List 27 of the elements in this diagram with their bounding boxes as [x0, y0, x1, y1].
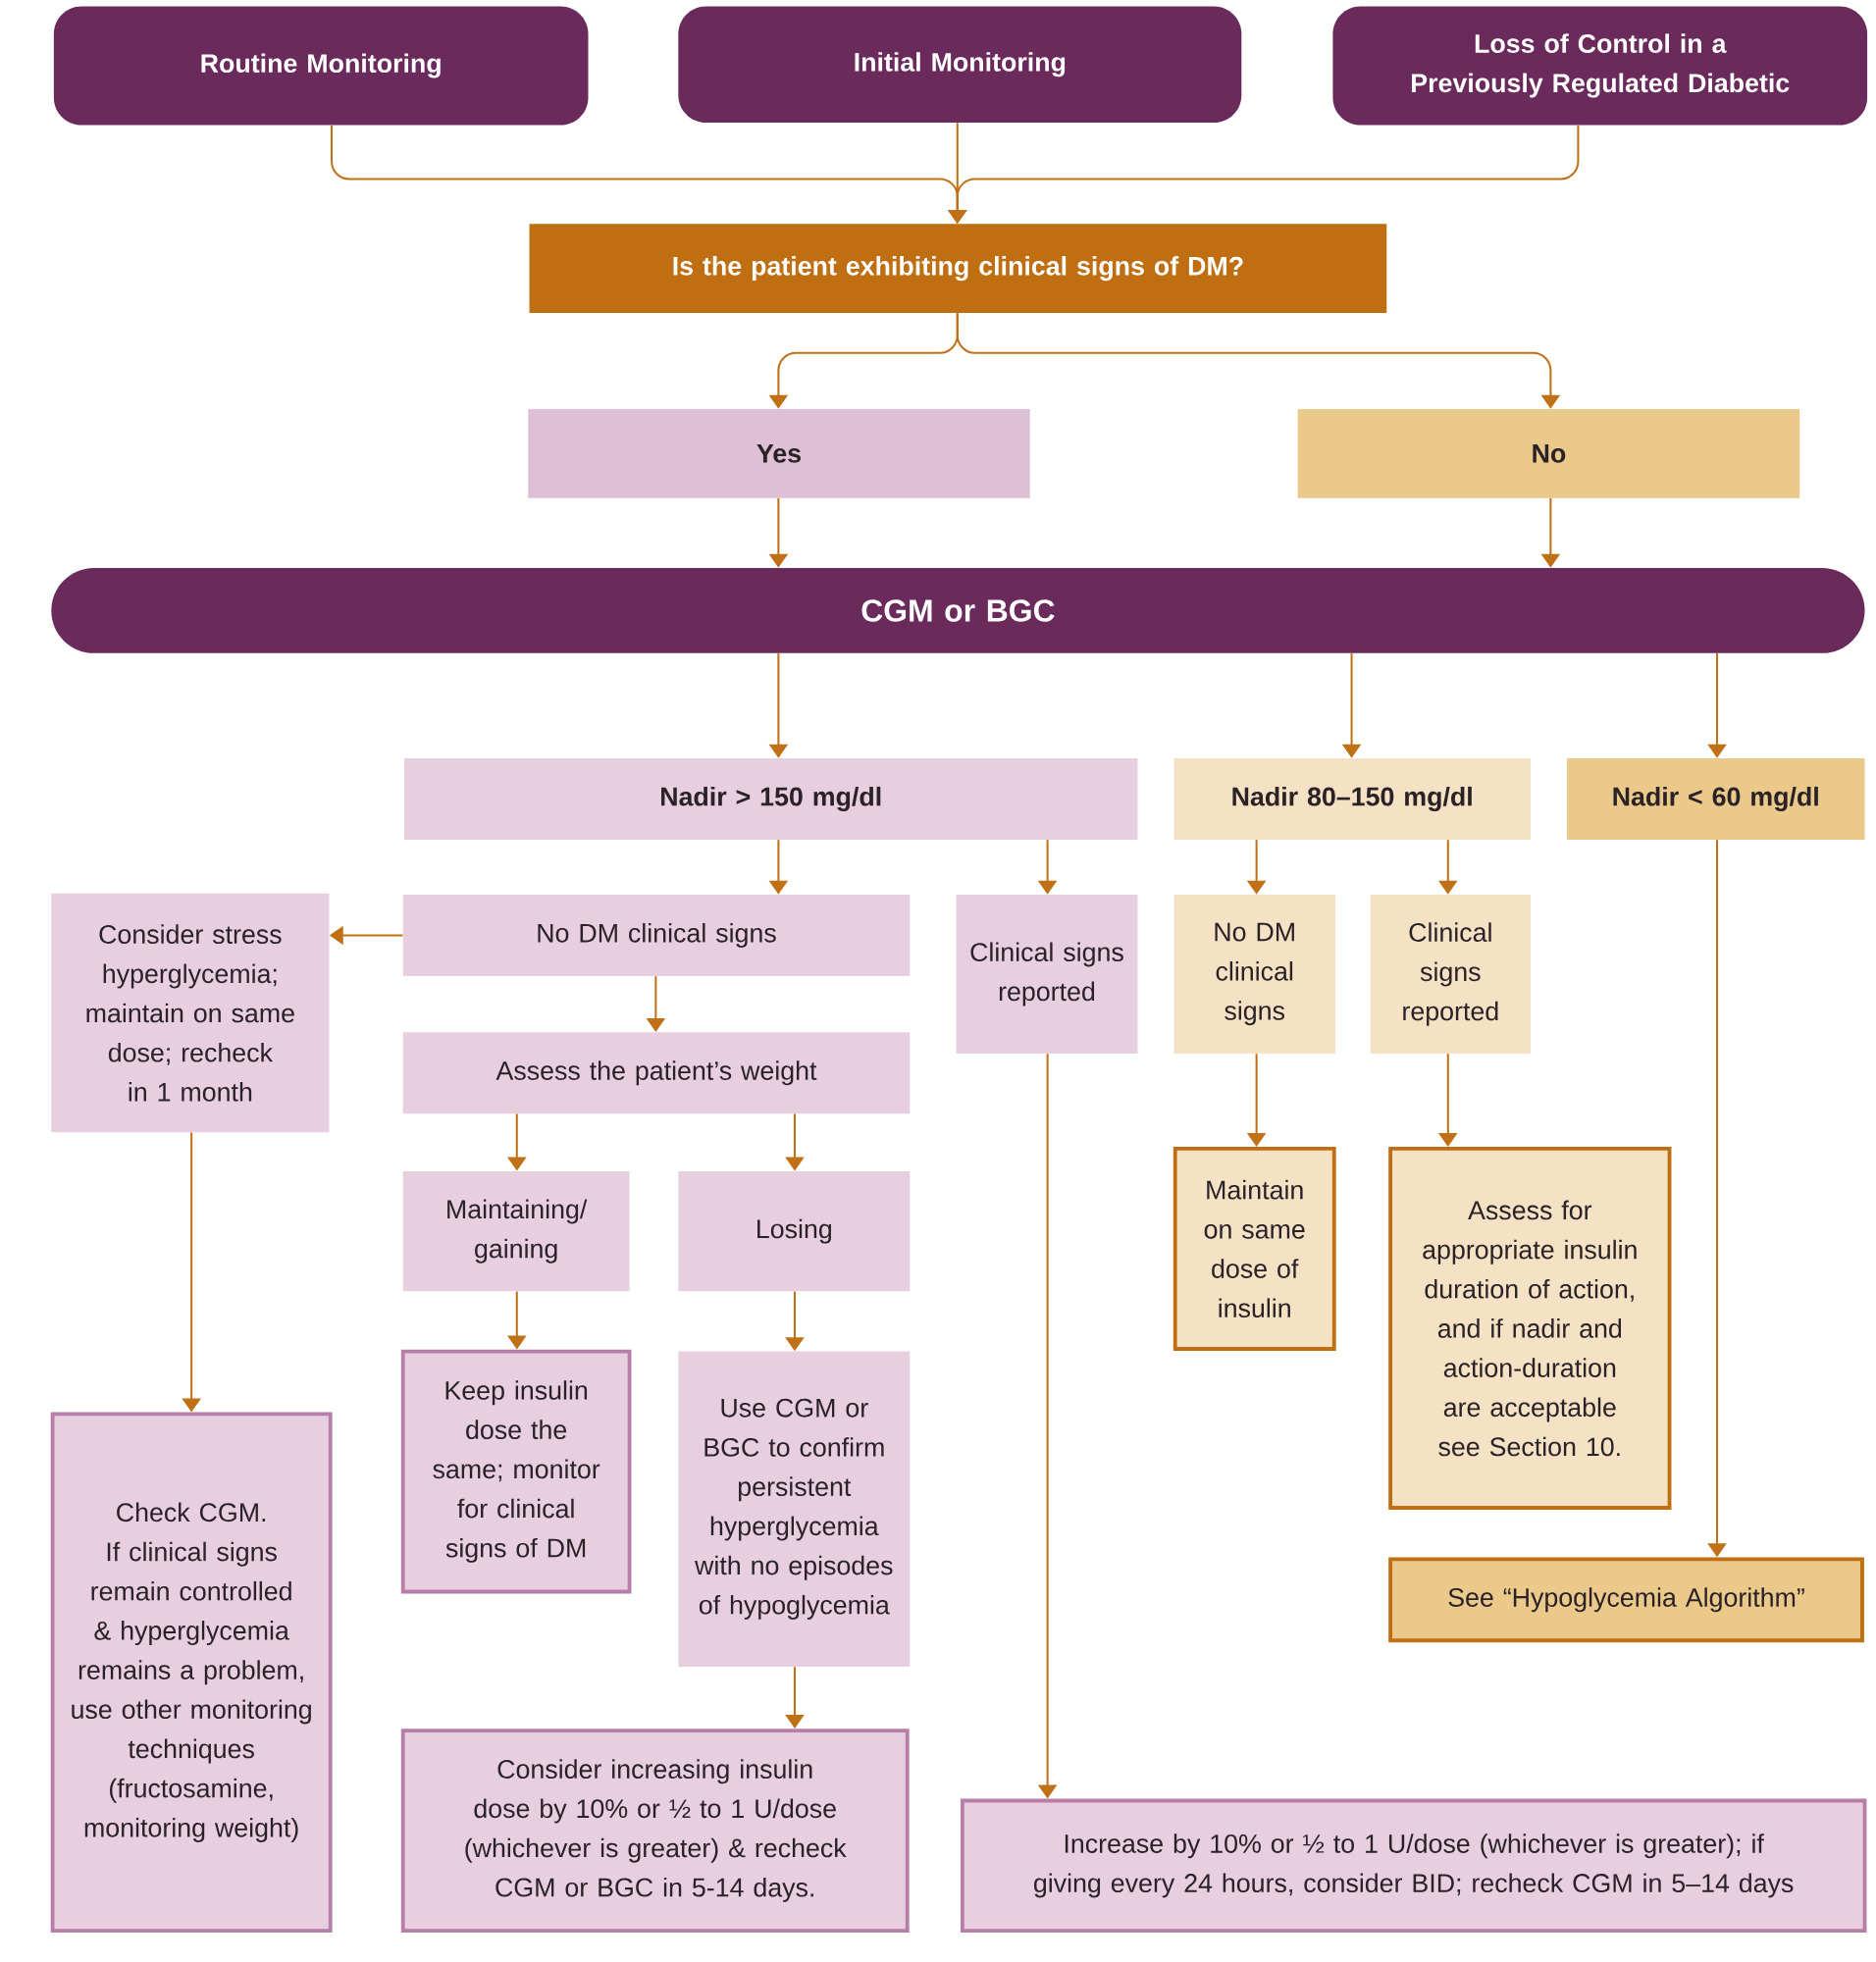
process-box: Maintaining/ gaining: [402, 1170, 630, 1292]
process-box: Nadir 80–150 mg/dl: [1173, 757, 1531, 840]
process-box: No DM clinical signs: [402, 895, 911, 976]
process-box: Check CGM. If clinical signs remain controlled & hyperglycemia remains a problem, use other monitoring techniques (fructosamine, monitoring weight): [50, 1412, 333, 1934]
process-box: Increase by 10% or ½ to 1 U/dose (whichever is greater); if giving every 24 hours, consider BID; recheck CGM in 5–14 days: [960, 1798, 1867, 1934]
process-box: Losing: [678, 1170, 911, 1292]
process-box: Clinical signs reported: [1370, 895, 1531, 1054]
process-box: Use CGM or BGC to confirm persistent hyperglycemia with no episodes of hypoglycemia: [678, 1351, 911, 1667]
start-box: Loss of Control in a Previously Regulated Diabetic: [1332, 6, 1868, 126]
answer-box: Yes: [528, 409, 1030, 498]
process-box: Maintain on same dose of insulin: [1172, 1147, 1336, 1351]
process-box: Clinical signs reported: [956, 895, 1138, 1054]
process-box: Consider stress hyperglycemia; maintain on same dose; recheck in 1 month: [51, 893, 330, 1133]
process-bar: CGM or BGC: [51, 568, 1865, 653]
question-box: Is the patient exhibiting clinical signs of DM?: [529, 224, 1387, 313]
process-box: Consider increasing insulin dose by 10% or ½ to 1 U/dose (whichever is greater) & recheck CGM or BGC in 5-14 days.: [400, 1729, 910, 1934]
process-box: Nadir > 150 mg/dl: [404, 757, 1138, 840]
process-box: No DM clinical signs: [1173, 895, 1335, 1054]
process-box: Assess the patient’s weight: [402, 1032, 911, 1114]
arrow: [956, 313, 1561, 409]
process-box: See “Hypoglycemia Algorithm”: [1388, 1557, 1864, 1643]
start-box: Initial Monitoring: [678, 6, 1242, 123]
process-box: Nadir < 60 mg/dl: [1566, 757, 1865, 840]
process-box: Keep insulin dose the same; monitor for clinical signs of DM: [400, 1349, 632, 1594]
process-box: Assess for appropriate insulin duration of action, and if nadir and action-duration are acceptable see Section 10.: [1388, 1147, 1672, 1510]
answer-box: No: [1297, 409, 1800, 498]
start-box: Routine Monitoring: [53, 6, 589, 126]
